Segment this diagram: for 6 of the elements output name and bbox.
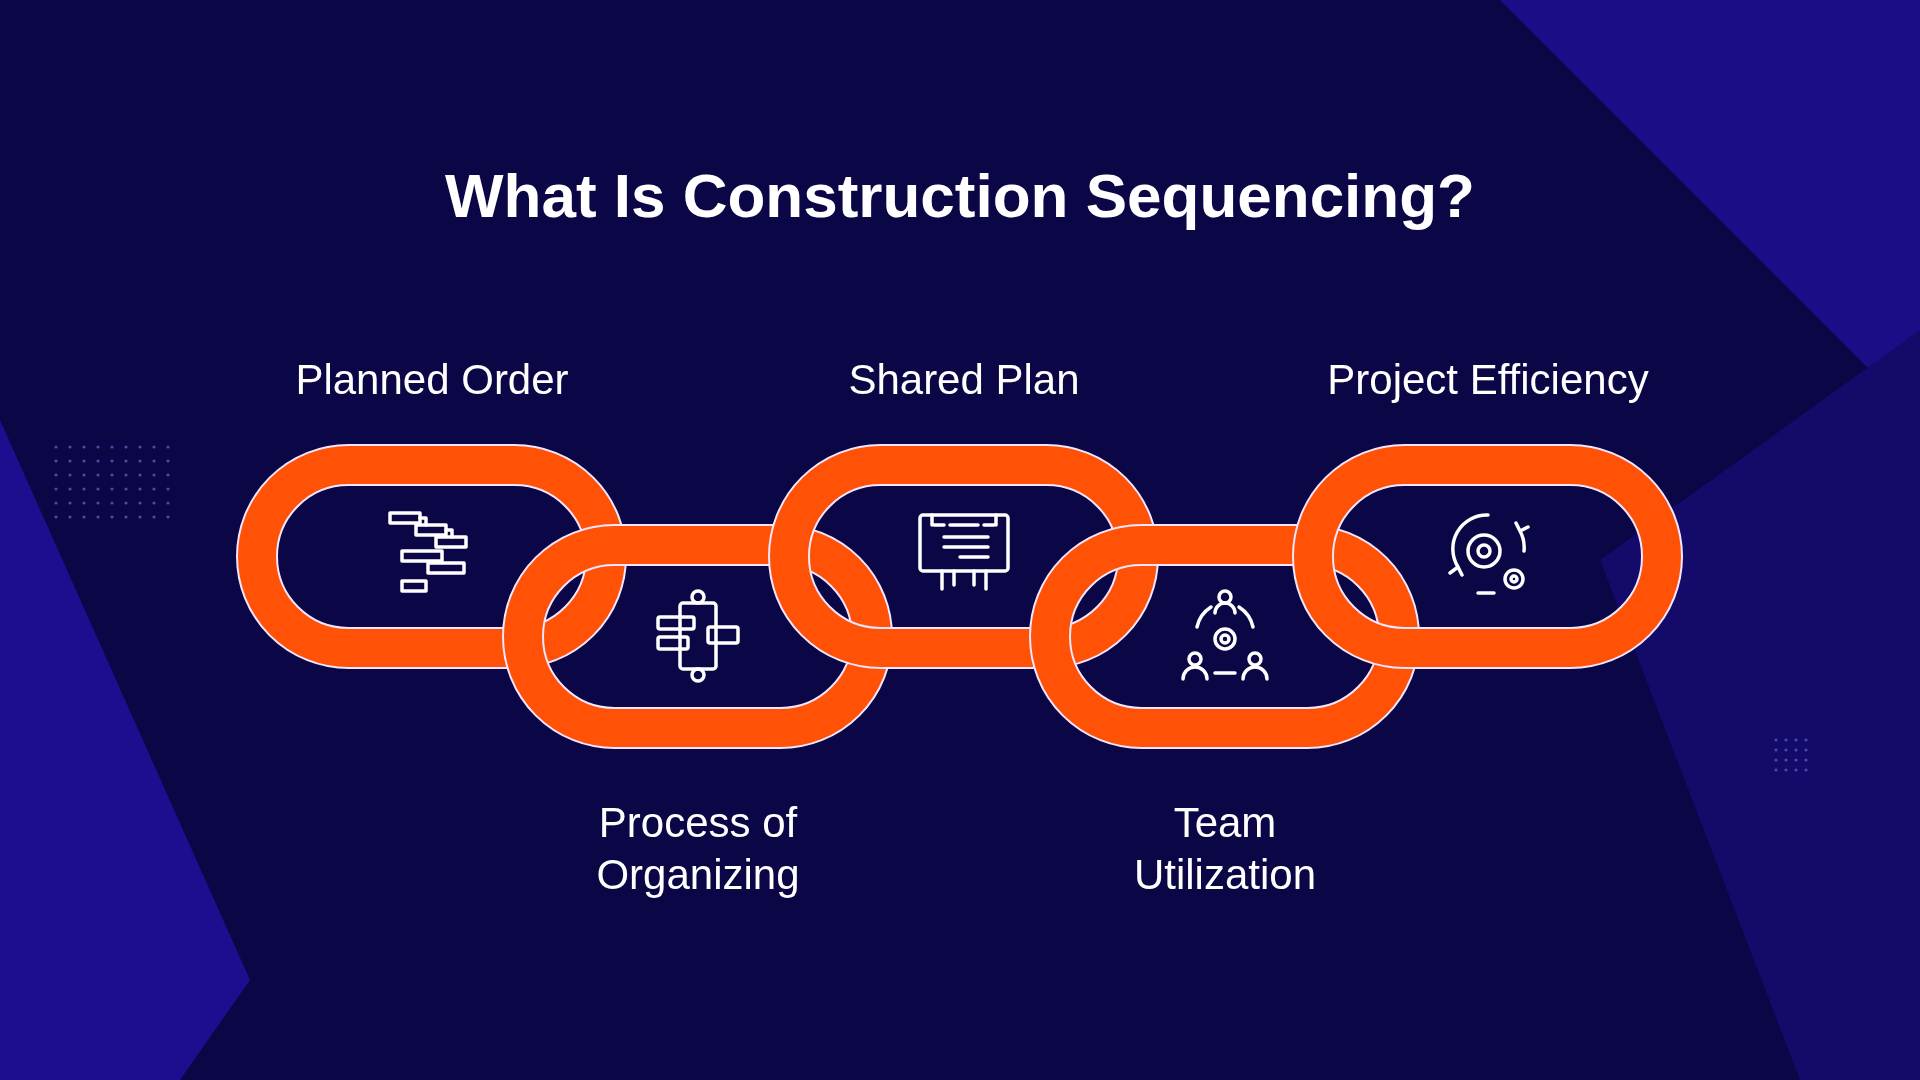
link-label: Planned Order	[294, 355, 570, 405]
link-label: Process of Organizing	[595, 798, 801, 900]
link-label: Team Utilization	[1132, 798, 1318, 900]
link-label: Shared Plan	[847, 355, 1081, 405]
link-label: Project Efficiency	[1326, 355, 1650, 405]
title: What Is Construction Sequencing?	[444, 160, 1476, 231]
